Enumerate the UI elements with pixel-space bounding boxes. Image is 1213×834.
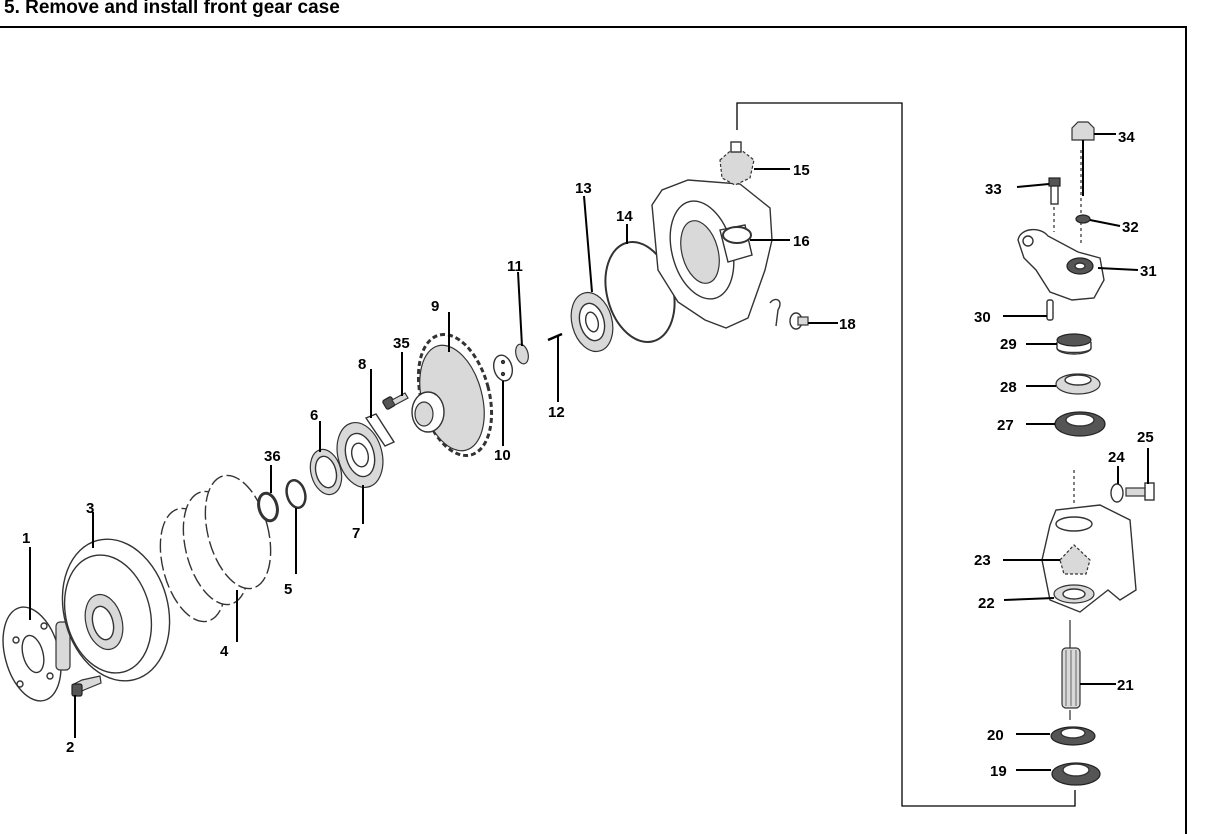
part-label-2: 2 [66, 739, 74, 756]
part-label-33: 33 [985, 181, 1002, 198]
part-label-7: 7 [352, 525, 360, 542]
leader-line-13 [583, 195, 593, 293]
part-ball-bearing [570, 291, 614, 353]
leader-line-32 [1089, 219, 1121, 227]
part-number-labels: 1 2 3 4 5 6 7 8 9 10 11 12 13 14 15 16 1… [22, 129, 1157, 780]
part-flange [2, 606, 71, 702]
part-brake-plates [159, 474, 272, 623]
part-ring-gear [411, 332, 494, 458]
diagram-frame [0, 26, 1187, 834]
part-bolt [71, 675, 102, 697]
part-shaft [1061, 647, 1081, 709]
part-collar [285, 479, 307, 509]
part-label-9: 9 [431, 298, 439, 315]
part-nut [1110, 483, 1124, 503]
leader-line-31 [1097, 267, 1139, 271]
part-label-30: 30 [974, 309, 991, 326]
part-bolt [1125, 482, 1155, 501]
part-ball-bearing [336, 422, 384, 488]
part-snap-ring [257, 491, 279, 523]
part-oil-seal [1054, 411, 1106, 437]
part-label-27: 27 [997, 417, 1014, 434]
part-label-25: 25 [1137, 429, 1154, 446]
part-bolt [1048, 177, 1061, 205]
part-grease-plug [1071, 121, 1095, 196]
part-label-4: 4 [220, 643, 229, 660]
part-thrust-washer [492, 354, 514, 382]
leader-line-11 [517, 271, 523, 347]
part-bearing [722, 226, 752, 244]
part-label-28: 28 [1000, 379, 1017, 396]
leader-lines [29, 133, 1149, 771]
part-label-12: 12 [548, 404, 565, 421]
part-label-8: 8 [358, 356, 366, 373]
part-label-5: 5 [284, 581, 292, 598]
part-washer [515, 343, 529, 365]
part-label-36: 36 [264, 448, 281, 465]
part-plug-bolt [789, 312, 809, 330]
part-bevel-gear [719, 141, 755, 186]
part-clip [769, 298, 781, 327]
part-label-35: 35 [393, 335, 410, 352]
part-label-34: 34 [1118, 129, 1135, 146]
part-label-32: 32 [1122, 219, 1139, 236]
part-collar [1050, 726, 1096, 746]
part-bearing-race [309, 448, 343, 496]
part-gear-case-cover [61, 538, 171, 682]
part-label-1: 1 [22, 530, 30, 547]
part-label-18: 18 [839, 316, 856, 333]
part-label-14: 14 [616, 208, 633, 225]
part-label-6: 6 [310, 407, 318, 424]
part-label-29: 29 [1000, 336, 1017, 353]
part-oil-seal [1051, 762, 1101, 786]
part-bevel-gear-case [1041, 504, 1137, 613]
part-knuckle-arm [1017, 229, 1105, 301]
part-label-11: 11 [507, 258, 523, 275]
part-collar [1056, 333, 1092, 355]
part-front-gear-case [651, 179, 773, 329]
part-pin [547, 332, 563, 342]
part-washer [1075, 214, 1091, 224]
part-label-10: 10 [494, 447, 511, 464]
part-label-3: 3 [86, 500, 94, 517]
part-label-19: 19 [990, 763, 1007, 780]
page-title: 5. Remove and install front gear case [4, 0, 340, 18]
part-taper-bearing [1055, 373, 1101, 395]
part-label-20: 20 [987, 727, 1004, 744]
part-label-21: 21 [1117, 677, 1134, 694]
part-label-24: 24 [1108, 449, 1125, 466]
assembly-connector-line [736, 102, 1076, 807]
part-label-22: 22 [978, 595, 995, 612]
leader-line-22 [1003, 597, 1055, 601]
part-bolt [382, 392, 409, 410]
part-label-13: 13 [575, 180, 592, 197]
part-lock-plate [364, 413, 396, 447]
part-label-31: 31 [1140, 263, 1157, 280]
part-spring-pin [1046, 299, 1054, 321]
part-label-15: 15 [793, 162, 810, 179]
part-label-16: 16 [793, 233, 810, 250]
leader-line-33 [1016, 183, 1050, 188]
part-label-23: 23 [974, 552, 991, 569]
